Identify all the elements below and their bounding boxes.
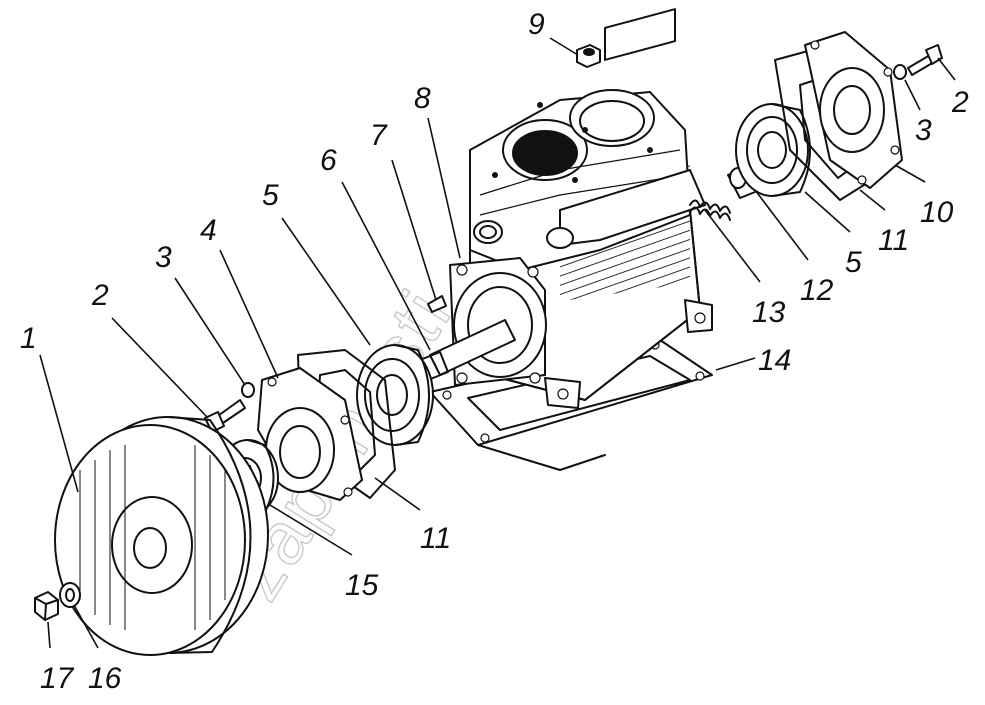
leader-lines	[39, 37, 956, 649]
callout-15: 15	[345, 569, 379, 602]
callout-3-right: 3	[915, 114, 932, 147]
callout-4: 4	[200, 214, 217, 247]
part-4-front-cover	[257, 367, 363, 501]
part-2-left-bolt	[204, 399, 246, 433]
callout-12: 12	[800, 274, 834, 307]
part-9-nut	[576, 44, 601, 68]
callout-13: 13	[752, 296, 786, 329]
part-5-left-bearing	[356, 344, 434, 446]
part-2-right-bolt	[907, 44, 943, 76]
part-3-right-washer	[893, 64, 907, 80]
callout-8: 8	[414, 82, 431, 115]
callout-11-right: 11	[878, 224, 909, 257]
callout-3-left: 3	[155, 241, 172, 274]
callout-5-left: 5	[262, 179, 279, 212]
callout-16: 16	[88, 662, 122, 695]
callout-5-right: 5	[845, 246, 862, 279]
callout-17: 17	[40, 662, 75, 695]
part-10-rear-cover	[804, 31, 903, 189]
callout-11-left: 11	[420, 522, 451, 555]
callout-2-right: 2	[951, 86, 969, 119]
callout-14: 14	[758, 344, 791, 377]
callout-numbers: 1 2 3 4 5 6 7 8 9 2 3 10 11 5 12 13 14 1…	[20, 8, 969, 695]
part-16-lock-washer	[59, 582, 81, 608]
part-5-right-bearing	[735, 103, 811, 197]
callout-7: 7	[370, 119, 388, 152]
part-7-key	[427, 295, 447, 313]
part-3-left-washer	[241, 382, 255, 398]
part-17-nut	[34, 591, 59, 621]
part-8-cylinder-block	[449, 8, 713, 409]
callout-6: 6	[320, 144, 337, 177]
callout-1: 1	[20, 322, 37, 355]
callout-9: 9	[528, 8, 545, 41]
part-1-pulley	[54, 416, 269, 656]
callout-2-left: 2	[91, 279, 109, 312]
callout-10: 10	[920, 196, 954, 229]
